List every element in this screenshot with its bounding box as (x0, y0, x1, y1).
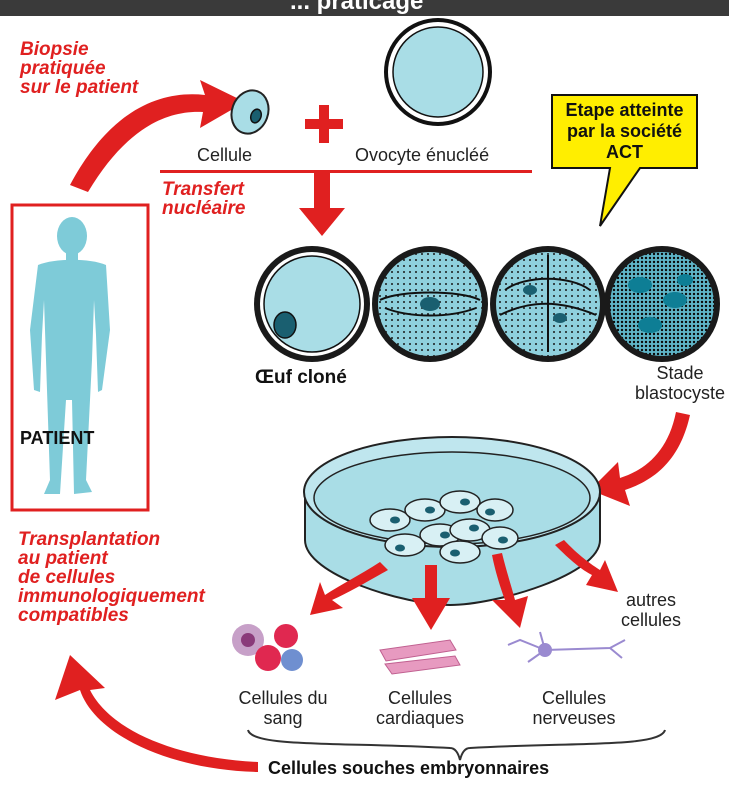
blood-cells-image (232, 624, 303, 671)
nerve-cells-label: Cellules nerveuses (514, 688, 634, 728)
callout-text: Etape atteinte par la société ACT (552, 100, 697, 163)
oocyte-label: Ovocyte énucléé (355, 145, 489, 165)
cardiac-cells-image (380, 640, 460, 674)
embryo-cloned-egg (254, 246, 370, 362)
embryo-stage-2 (372, 246, 488, 362)
other-cells-label: autres cellules (606, 590, 696, 630)
transplantation-label: Transplantation au patient de cellules i… (18, 530, 205, 625)
blastocyst-to-dish-arrow (590, 412, 690, 506)
blood-cells-label: Cellules du sang (218, 688, 348, 728)
nerve-cell-image (508, 632, 625, 662)
embryo-blastocyst (604, 246, 720, 362)
petri-dish (304, 437, 600, 605)
biopsy-label: Biopsie pratiquée sur le patient (20, 40, 138, 97)
embryo-stage-3 (490, 246, 606, 362)
cardiac-cells-label: Cellules cardiaques (360, 688, 480, 728)
blastocyst-label: Stade blastocyste (630, 363, 729, 403)
cell-shape (226, 85, 275, 139)
separator-line (160, 170, 532, 173)
oocyte-inner (393, 27, 483, 117)
embryonic-stem-cells-label: Cellules souches embryonnaires (268, 758, 549, 779)
plus-sign-v (319, 105, 329, 143)
cell-label: Cellule (197, 145, 252, 165)
cloned-egg-label: Œuf cloné (255, 367, 347, 389)
nuclear-transfer-label: Transfert nucléaire (162, 180, 245, 218)
patient-label: PATIENT (20, 428, 94, 449)
transfer-arrow (299, 172, 345, 236)
grouping-brace (248, 730, 665, 760)
